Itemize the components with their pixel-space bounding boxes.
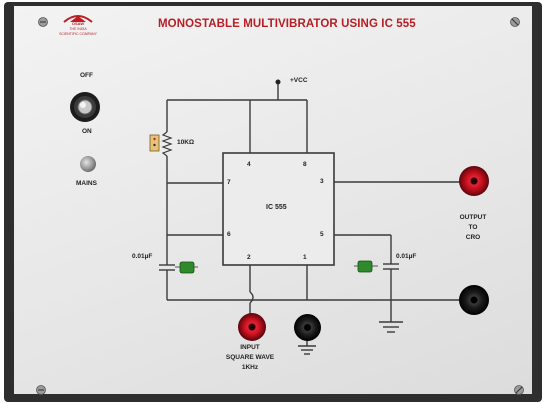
capacitor-left [175,261,198,274]
logo-text-2: THE INDIA [69,27,87,31]
pin-8-label: 8 [303,161,307,168]
company-logo: OSAW THE INDIA SCIENTIFIC COMPANY [54,12,102,44]
screw-bottom-left [36,382,46,395]
vcc-label: +VCC [290,77,308,84]
resistor-label: 10KΩ [177,139,195,146]
pin-5-label: 5 [320,231,324,238]
capacitor-right [354,260,378,273]
switch-on-label: ON [82,128,92,135]
logo-text-3: SCIENTIFIC COMPANY [59,32,97,36]
mains-indicator-lamp [80,156,96,172]
pin-6-label: 6 [227,231,231,238]
mains-toggle-switch[interactable] [68,90,102,124]
cap-left-label: 0.01µF [132,253,153,260]
output-label-3: CRO [465,234,481,241]
input-socket-red[interactable] [238,313,266,341]
cap-right-label: 0.01µF [396,253,417,260]
screw-top-left [38,14,48,27]
switch-off-label: OFF [80,72,93,79]
input-ground-socket-black[interactable] [294,314,321,341]
screw-bottom-right [514,382,524,395]
input-label-2: SQUARE WAVE [225,354,275,361]
output-socket-red[interactable] [459,166,489,196]
ic-555-box [222,152,335,266]
vcc-terminal [275,79,281,85]
pin-1-label: 1 [303,254,307,261]
logo-text-1: OSAW [71,21,85,26]
output-label-1: OUTPUT [459,214,487,221]
panel-title: MONOSTABLE MULTIVIBRATOR USING IC 555 [158,18,416,30]
pin-2-label: 2 [247,254,251,261]
pin-4-label: 4 [247,161,251,168]
input-label-3: 1KHz [241,364,259,371]
screw-top-right [510,14,520,27]
output-label-2: TO [468,224,478,231]
pin-3-label: 3 [320,178,324,185]
resistor-10k [149,131,173,157]
output-ground-socket-black[interactable] [459,285,489,315]
input-label-1: INPUT [240,344,260,351]
ic-label: IC 555 [266,204,287,211]
mains-label: MAINS [76,180,97,187]
pin-7-label: 7 [227,179,231,186]
